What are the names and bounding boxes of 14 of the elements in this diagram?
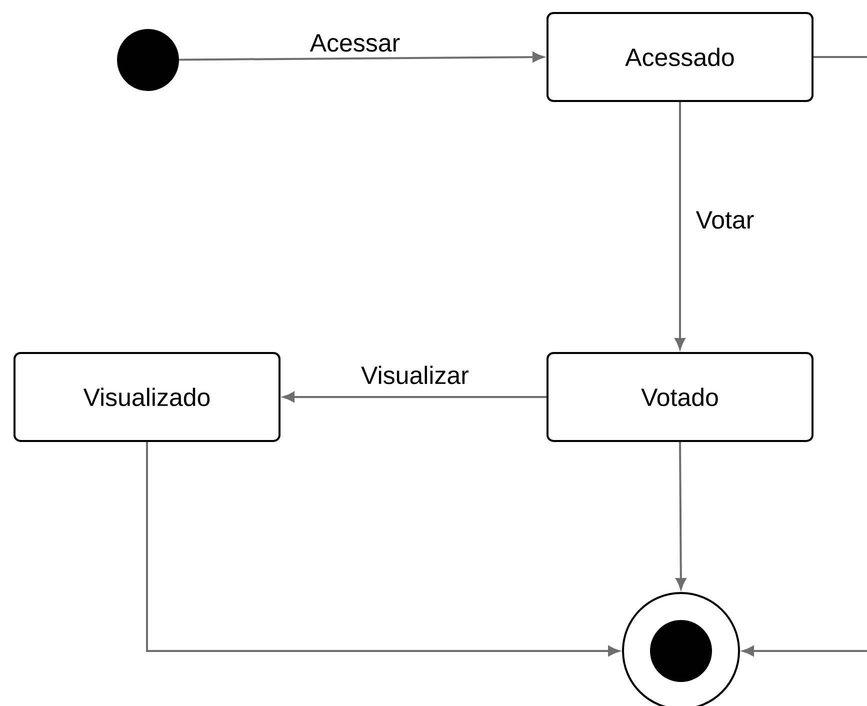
state-box: Visualizado [14,352,280,442]
arrow [674,102,686,350]
arrow [146,442,620,656]
final-state-circle [622,592,740,706]
state-box: Votado [546,352,814,442]
arrow [676,442,686,590]
arrow [742,56,867,656]
initial-state-dot [117,28,179,91]
arrow [179,52,544,62]
state-box: Acessado [546,12,814,102]
edge-label: Acessar [308,33,402,53]
edge-label: Visualizar [360,364,470,386]
arrow [283,392,546,402]
edge-label: Votar [694,210,756,230]
